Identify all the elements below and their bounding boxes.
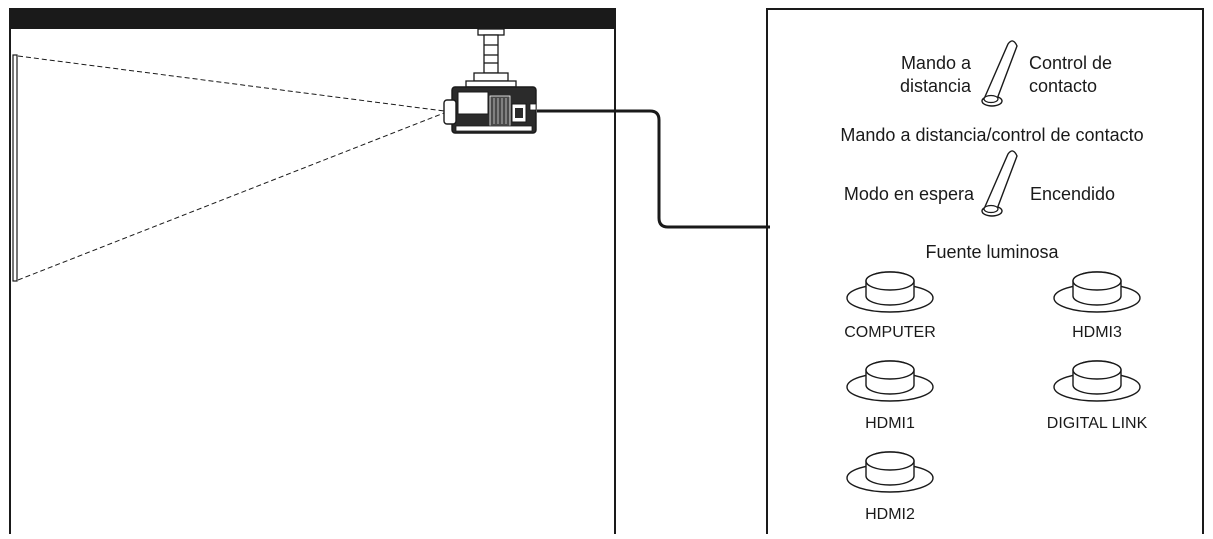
switch2-caption: Fuente luminosa [925, 242, 1059, 262]
input-button-hdmi3-label: HDMI3 [1072, 324, 1122, 341]
ceiling-mount [465, 28, 517, 88]
switch1-left-label-line2: distancia [900, 76, 972, 96]
projector-lens [443, 99, 457, 125]
input-button-computer-label: COMPUTER [844, 324, 936, 341]
connection-cable [537, 109, 770, 229]
switch1-right-label-line1: Control de [1029, 53, 1112, 73]
switch2-left-label: Modo en espera [844, 184, 975, 204]
projector [443, 86, 537, 134]
input-button-hdmi3[interactable] [1053, 271, 1141, 313]
switch1-right-label-line2: contacto [1029, 76, 1097, 96]
switch1-left-label-line1: Mando a [901, 53, 972, 73]
input-button-hdmi2[interactable] [846, 451, 934, 493]
input-button-hdmi1-label: HDMI1 [865, 415, 915, 432]
toggle-switch-control-source[interactable] [981, 40, 1018, 107]
room-panel [9, 8, 616, 534]
toggle-switch-light-source[interactable] [981, 150, 1018, 217]
projection-screen [12, 54, 18, 282]
switch2-right-label: Encendido [1030, 184, 1115, 204]
input-button-hdmi1[interactable] [846, 360, 934, 402]
ceiling-bar [9, 8, 616, 29]
input-button-digital-link-label: DIGITAL LINK [1047, 415, 1148, 432]
input-button-hdmi2-label: HDMI2 [865, 506, 915, 523]
input-button-digital-link[interactable] [1053, 360, 1141, 402]
switch1-caption: Mando a distancia/control de contacto [840, 125, 1143, 145]
input-button-computer[interactable] [846, 271, 934, 313]
projection-beam [17, 55, 445, 281]
